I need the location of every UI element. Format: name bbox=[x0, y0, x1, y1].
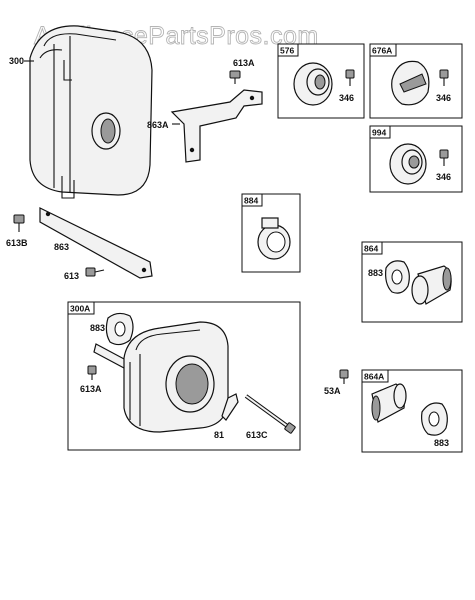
screw-346-676a bbox=[439, 69, 449, 86]
box-884: 884 bbox=[241, 193, 301, 273]
clamp-884-drawing bbox=[257, 217, 291, 260]
callout-613b: 613B bbox=[6, 238, 28, 248]
callout-81: 81 bbox=[214, 430, 224, 440]
screw-346-994 bbox=[439, 149, 449, 166]
gasket-864a-drawing bbox=[421, 402, 448, 436]
clip-81 bbox=[221, 393, 239, 421]
bolt-613b bbox=[13, 214, 25, 232]
callout-863a: 863A bbox=[147, 120, 169, 130]
screw-53a bbox=[339, 369, 349, 384]
box-300a-title: 300A bbox=[70, 304, 90, 314]
callout-613: 613 bbox=[64, 271, 79, 281]
box-576: 576 346 bbox=[277, 43, 365, 119]
screen-994-drawing bbox=[389, 143, 427, 185]
bracket-863a bbox=[170, 89, 263, 163]
bolt-613c bbox=[244, 394, 296, 434]
screw-346-576 bbox=[345, 69, 355, 86]
box-994: 994 346 bbox=[369, 125, 463, 193]
box-884-title: 884 bbox=[244, 196, 258, 206]
callout-613c: 613C bbox=[246, 430, 268, 440]
muffler-300a-drawing bbox=[123, 321, 229, 433]
box-864a-title: 864A bbox=[364, 372, 384, 382]
pipe-864-drawing bbox=[411, 265, 452, 305]
box-994-label: 346 bbox=[436, 172, 451, 182]
box-864-title: 864 bbox=[364, 244, 378, 254]
box-676a: 676A 346 bbox=[369, 43, 463, 119]
box-864-label: 883 bbox=[368, 268, 383, 278]
box-300a: 300A 883 613A 81 bbox=[67, 301, 301, 451]
box-864: 864 883 bbox=[361, 241, 463, 323]
callout-300: 300 bbox=[9, 56, 24, 66]
box-864a-label: 883 bbox=[434, 438, 449, 448]
gasket-864-drawing bbox=[385, 260, 410, 294]
gasket-883-300a bbox=[105, 312, 134, 346]
callout-53a: 53A bbox=[324, 386, 341, 396]
pipe-864a-drawing bbox=[371, 383, 407, 423]
callout-863: 863 bbox=[54, 242, 69, 252]
bracket-863 bbox=[39, 207, 153, 279]
muffler-300-drawing bbox=[29, 25, 153, 199]
box-676a-label: 346 bbox=[436, 93, 451, 103]
callout-613a-top: 613A bbox=[233, 58, 255, 68]
box-676a-title: 676A bbox=[372, 46, 392, 56]
box-576-title: 576 bbox=[280, 46, 294, 56]
bolt-613a-300a bbox=[87, 365, 97, 380]
deflector-676a-drawing bbox=[391, 60, 430, 106]
callout-613a-left: 613A bbox=[80, 384, 102, 394]
cap-576-drawing bbox=[293, 62, 333, 106]
bracket-613a-300a bbox=[93, 343, 127, 369]
box-994-title: 994 bbox=[372, 128, 386, 138]
callout-883-300a: 883 bbox=[90, 323, 105, 333]
box-864a: 864A 883 bbox=[361, 369, 463, 453]
bolt-613a-top bbox=[229, 70, 241, 84]
box-576-label: 346 bbox=[339, 93, 354, 103]
bolt-613 bbox=[85, 267, 105, 277]
